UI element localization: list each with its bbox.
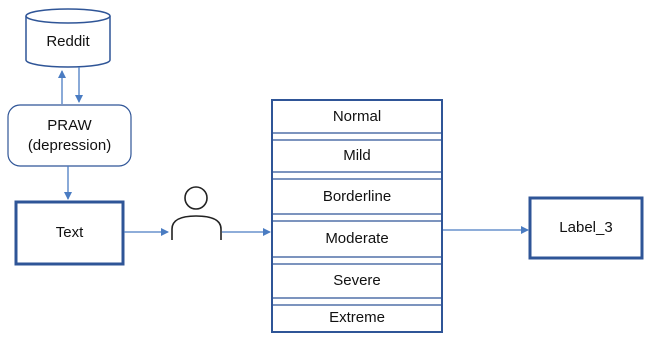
text-label: Text xyxy=(55,224,84,241)
praw-box xyxy=(7,104,132,167)
severity-level-normal: Normal xyxy=(332,108,382,125)
severity-level-severe: Severe xyxy=(333,272,381,289)
praw-label: PRAW (depression) xyxy=(8,105,131,166)
reddit-cylinder-icon xyxy=(25,8,111,68)
severity-level-moderate: Moderate xyxy=(325,230,389,247)
praw-label-line2: (depression) xyxy=(27,136,112,154)
severity-scale-frame xyxy=(271,99,443,333)
severity-level-borderline: Borderline xyxy=(322,187,392,205)
severity-scale-dividers xyxy=(272,132,442,306)
label-output-box xyxy=(528,196,644,260)
praw-label-line1: PRAW xyxy=(47,116,92,134)
text-box xyxy=(14,200,125,266)
reddit-label: Reddit xyxy=(46,33,90,50)
severity-level-mild: Mild xyxy=(343,147,371,164)
person-icon xyxy=(171,186,222,240)
label-output-label: Label_3 xyxy=(559,219,613,236)
severity-level-extreme: Extreme xyxy=(329,309,385,326)
